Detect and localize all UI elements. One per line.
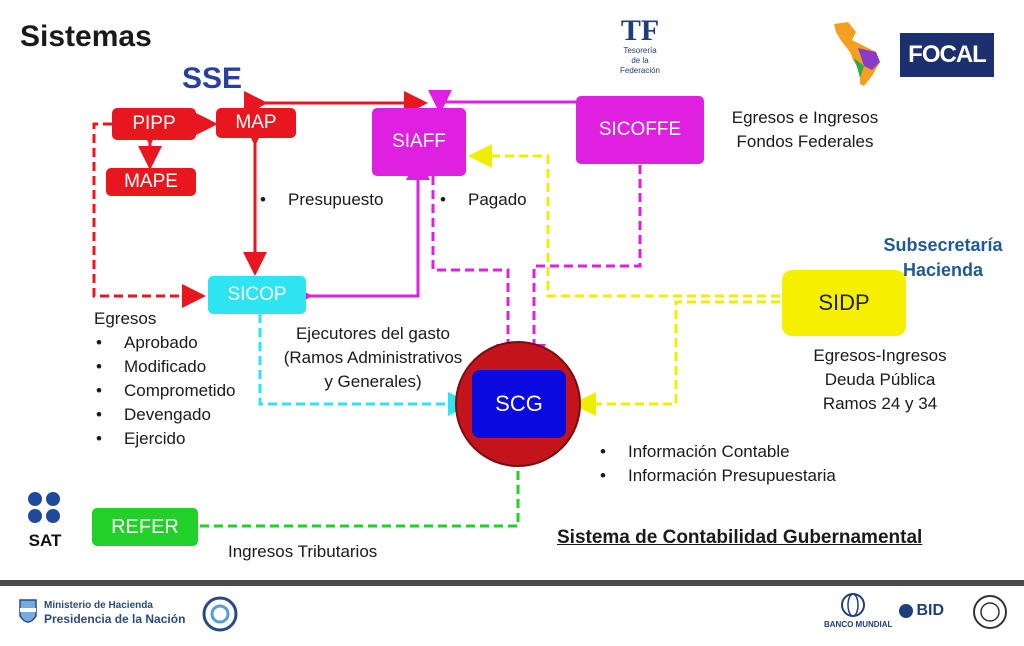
sicoffe-scg-dashed (522, 165, 642, 368)
sse-heading: SSE (182, 62, 243, 95)
note-line: y Generales) (324, 372, 422, 391)
note-line: Ramos 24 y 34 (822, 394, 938, 413)
tesoreria-logo: TF Tesorería de la Federación (612, 16, 668, 80)
note-line: Fondos Federales (736, 132, 874, 151)
sidp-sicoffe-dashed (468, 144, 780, 298)
pipp-sicop-dashed (92, 122, 206, 308)
focal-logo: FOCAL (900, 33, 994, 77)
tesoreria-mark: TF (620, 14, 660, 47)
pipp-box: PIPP (112, 108, 196, 140)
bid-mark-icon (899, 604, 913, 618)
latin-america-map-icon (834, 22, 880, 86)
sicop-box: SICOP (208, 276, 306, 314)
list-item: Devengado (94, 403, 236, 427)
sidp-box: SIDP (782, 270, 906, 336)
list-item: Modificado (94, 355, 236, 379)
deuda-note: Egresos-Ingresos Deuda Pública Ramos 24 … (782, 344, 978, 416)
sicoffe-box: SICOFFE (576, 96, 704, 164)
subsecretaria-label: Subsecretaría Hacienda (862, 233, 1024, 283)
ejecutores-note: Ejecutores del gasto (Ramos Administrati… (262, 322, 484, 394)
bid-logo: BID (898, 598, 944, 624)
sidp-scg-dashed (572, 300, 780, 416)
sub-line: Hacienda (902, 260, 984, 280)
globe-icon (841, 593, 865, 617)
list-item: Información Presupuestaria (598, 464, 836, 488)
imf-seal-icon (973, 595, 1007, 629)
scg-box: SCG (472, 370, 566, 438)
list-item: Presupuesto (258, 188, 383, 212)
focal-text: FOCAL (908, 41, 987, 68)
ministerio-line: Ministerio de Hacienda (44, 600, 153, 611)
sistema-contabilidad-title: Sistema de Contabilidad Gubernamental (557, 527, 923, 548)
sicop-siaff-link (289, 156, 430, 308)
ministerio-line: Presidencia de la Nación (44, 612, 186, 626)
sat-emblem-icon (28, 492, 60, 523)
list-item: Comprometido (94, 379, 236, 403)
tesoreria-line: Tesorería (623, 46, 657, 55)
note-line: Egresos-Ingresos (813, 346, 947, 365)
mape-box: MAPE (106, 168, 196, 196)
sicoffe-siaff-link (428, 90, 577, 114)
note-line: Deuda Pública (824, 370, 936, 389)
footer-bar: Ministerio de Hacienda Presidencia de la… (0, 580, 1024, 646)
bid-text: BID (916, 602, 944, 619)
refer-scg-dashed (200, 438, 530, 528)
note-line: Ejecutores del gasto (295, 324, 451, 343)
note-line: Egresos e Ingresos (731, 108, 879, 127)
list-item: Ejercido (94, 427, 236, 451)
emblem-gear-icon (202, 596, 238, 632)
sub-line: Subsecretaría (883, 235, 1003, 255)
list-item: Aprobado (94, 331, 236, 355)
sicop-scg-dashed (258, 314, 472, 416)
egresos-list: Egresos Aprobado Modificado Comprometido… (94, 307, 236, 451)
egresos-ingresos-note: Egresos e Ingresos Fondos Federales (710, 106, 900, 154)
sat-logo: SAT (20, 490, 70, 550)
list-item: Información Contable (598, 440, 836, 464)
presupuesto-label: Presupuesto (258, 188, 383, 212)
page-title: Sistemas (20, 20, 152, 53)
argentina-shield-icon (19, 599, 37, 623)
ingresos-tributarios-label: Ingresos Tributarios (228, 542, 378, 561)
note-line: (Ramos Administrativos (283, 348, 463, 367)
list-item: Pagado (438, 188, 527, 212)
refer-box: REFER (92, 508, 198, 546)
tesoreria-line: de la Federación (619, 56, 661, 75)
info-list: Información Contable Información Presupu… (598, 440, 836, 488)
sat-text: SAT (28, 531, 62, 550)
banco-mundial-text: BANCO MUNDIAL (824, 620, 893, 629)
siaff-box: SIAFF (372, 108, 466, 176)
siaff-scg-dashed (431, 176, 520, 368)
egresos-heading: Egresos (94, 309, 157, 328)
pagado-label: Pagado (438, 188, 527, 212)
map-box: MAP (216, 108, 296, 138)
